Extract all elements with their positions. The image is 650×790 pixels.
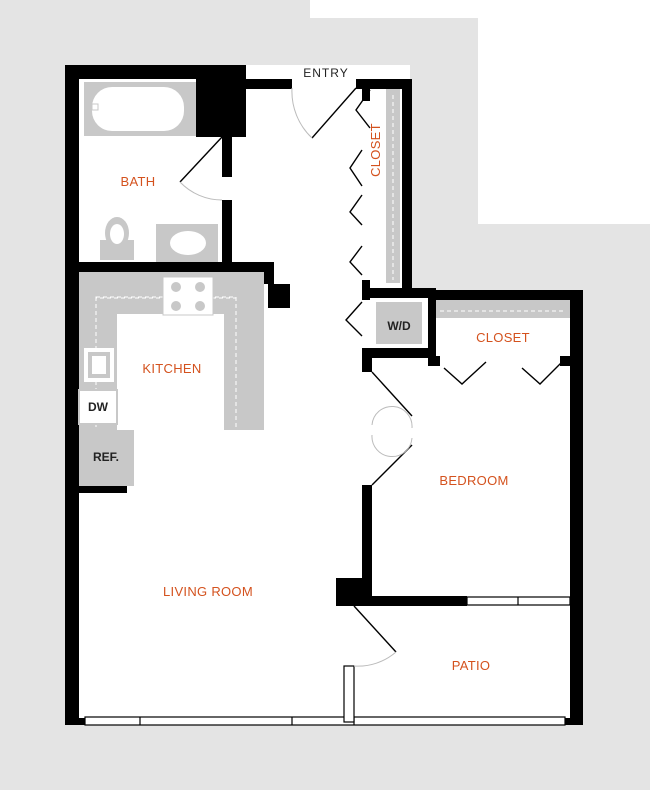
- refrigerator: [79, 430, 134, 486]
- label-closet-bedroom: CLOSET: [476, 330, 530, 345]
- label-closet-entry: CLOSET: [368, 123, 383, 177]
- label-dw: DW: [88, 400, 109, 414]
- label-kitchen: KITCHEN: [142, 361, 201, 376]
- bedroom-closet-shelf: [436, 300, 570, 318]
- walls: [65, 65, 583, 725]
- windows: [84, 596, 571, 726]
- label-patio: PATIO: [452, 658, 491, 673]
- fixtures: [78, 82, 570, 486]
- label-entry: ENTRY: [303, 66, 348, 80]
- label-bedroom: BEDROOM: [439, 473, 508, 488]
- dishwasher: [78, 389, 118, 425]
- label-living-room: LIVING ROOM: [163, 584, 253, 599]
- label-bath: BATH: [121, 174, 156, 189]
- label-wd: W/D: [387, 319, 411, 333]
- bath-sink: [156, 224, 218, 262]
- toilet: [100, 217, 134, 260]
- label-ref: REF.: [93, 450, 119, 464]
- cooktop: [162, 276, 214, 316]
- doors: [179, 87, 563, 667]
- kitchen-sink: [84, 348, 114, 382]
- washer-dryer: [376, 302, 422, 344]
